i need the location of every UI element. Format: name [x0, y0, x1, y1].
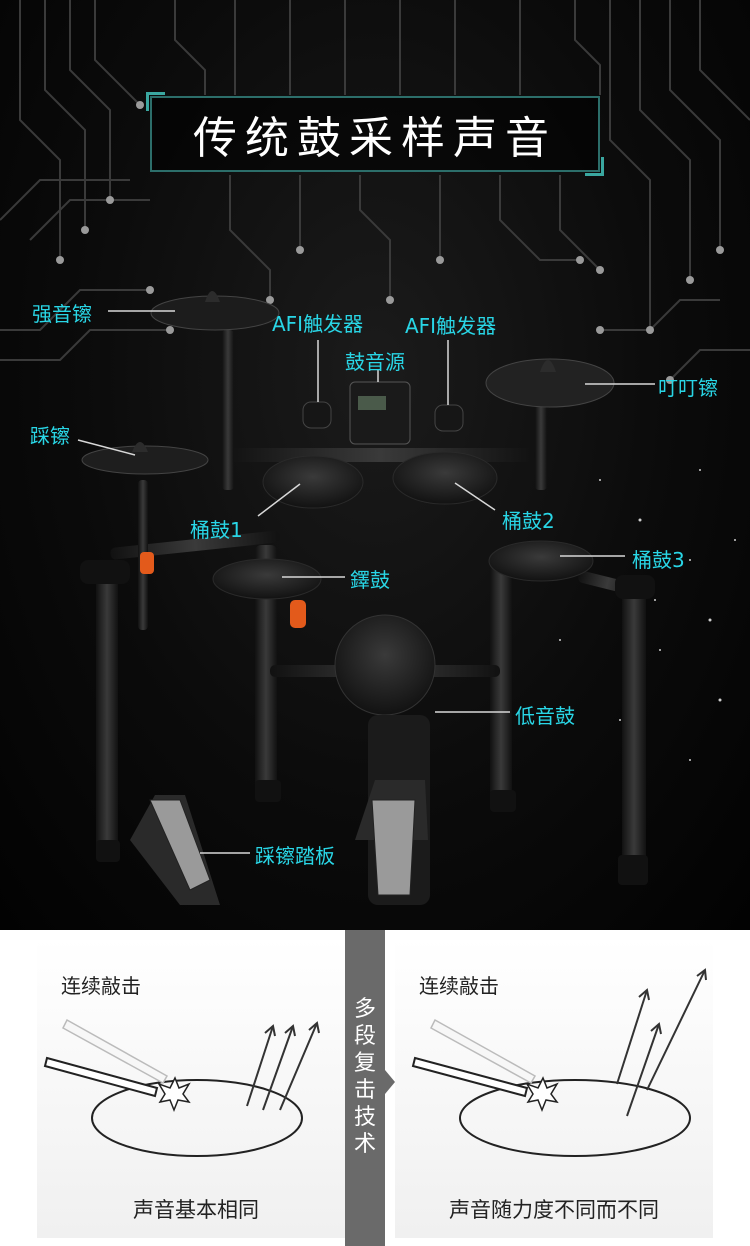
rack-frame	[96, 330, 646, 880]
panel-right-caption: 声音随力度不同而不同	[449, 1198, 659, 1222]
kick-pad	[334, 614, 436, 716]
panel-left-caption: 声音基本相同	[133, 1198, 259, 1222]
panel-traditional: 连续敲击 声音基本相同	[37, 938, 355, 1238]
strike-illustration-right	[411, 968, 707, 1157]
tom2-pad	[392, 451, 498, 505]
label-hihat-pedal: 踩镲踏板	[255, 844, 335, 868]
label-module: 鼓音源	[345, 350, 405, 374]
drum-kit-illustration	[77, 291, 655, 905]
tom1-pad	[262, 455, 364, 509]
hero-section: 传统鼓采样声音	[0, 0, 750, 930]
tom3-pad	[488, 540, 594, 582]
strike-illustration-left	[43, 1018, 320, 1157]
snare-pad	[212, 558, 322, 600]
divider-text: 多 段 复 击 技 术	[353, 997, 376, 1157]
drum-module	[349, 381, 411, 445]
label-tom3: 桶鼓3	[632, 548, 685, 572]
panel-right-heading: 连续敲击	[419, 974, 499, 998]
callout-lines	[77, 310, 655, 854]
label-afi-left: AFI触发器	[272, 312, 364, 336]
label-tom1: 桶鼓1	[190, 518, 243, 542]
panel-multi-layer: 连续敲击 声音随力度不同而不同	[395, 938, 713, 1238]
ride-cymbal	[485, 358, 615, 408]
label-ride: 叮叮镲	[658, 376, 718, 400]
label-tom2: 桶鼓2	[502, 509, 555, 533]
comparison-section: 连续敲击 声音基本相同 多 段 复 击 技 术	[0, 930, 750, 1246]
kick-pedal	[371, 799, 416, 896]
title-banner: 传统鼓采样声音	[146, 92, 604, 176]
label-snare: 鐸鼓	[350, 568, 390, 592]
feature-divider: 多 段 复 击 技 术	[345, 930, 385, 1246]
label-crash: 强音镲	[32, 302, 92, 326]
label-kick: 低音鼓	[515, 704, 575, 728]
circuit-background	[0, 0, 750, 761]
panel-left-heading: 连续敲击	[61, 974, 141, 998]
page-title: 传统鼓采样声音	[193, 113, 557, 164]
label-hihat: 踩镲	[30, 424, 70, 448]
label-afi-right: AFI触发器	[405, 314, 497, 338]
divider-arrow-icon	[385, 1070, 395, 1094]
